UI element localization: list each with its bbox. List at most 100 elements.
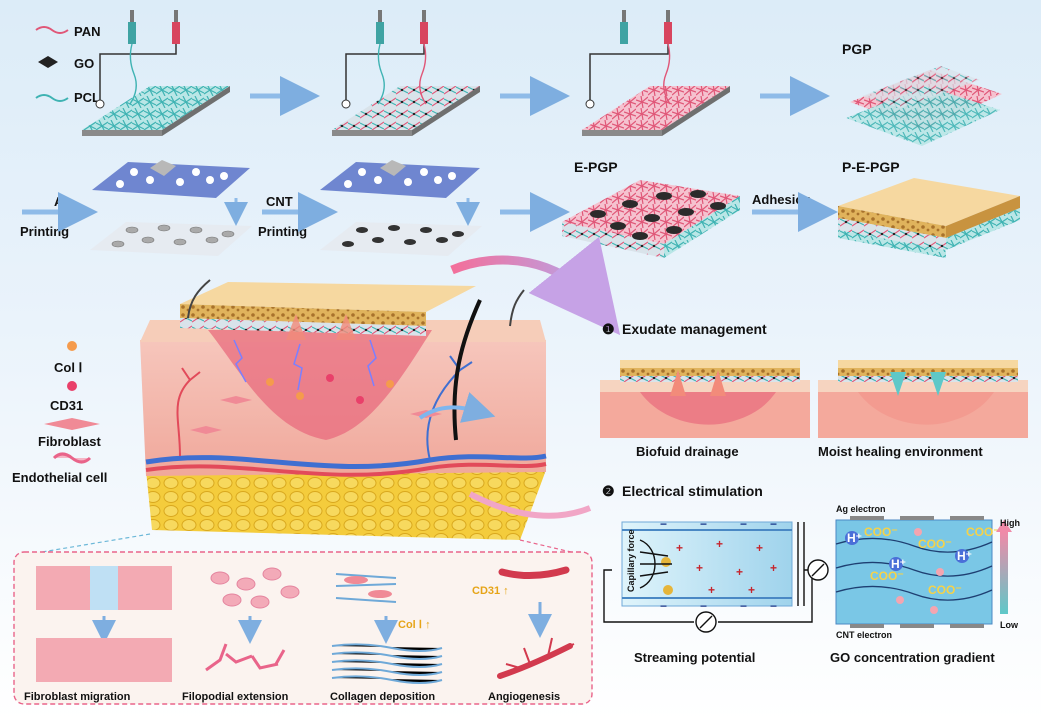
step-2-badge: ❷: [602, 483, 615, 499]
cnt-stencil: [320, 160, 482, 256]
endothelial-icon: [52, 452, 92, 464]
fibroblast-migration-cell: Fibroblast migration: [24, 566, 172, 703]
svg-text:+: +: [716, 537, 723, 551]
fat-layer: [146, 470, 546, 540]
coo-ion: COO⁻: [966, 525, 1000, 539]
moist-label: Moist healing environment: [818, 444, 983, 459]
curved-transfer-arrow: [450, 236, 621, 336]
coo-ion: COO⁻: [918, 537, 952, 551]
go-sheet-icon: [38, 56, 58, 68]
svg-text:−: −: [660, 599, 667, 613]
low-label: Low: [1000, 620, 1019, 630]
filopodial-cell: Filopodial extension: [182, 567, 300, 703]
pan-fiber-icon: [35, 26, 69, 34]
biofluid-drainage-image: Biofuid drainage: [600, 360, 810, 459]
svg-text:−: −: [660, 517, 667, 531]
cnt-label: CNT: [266, 194, 293, 209]
spin-stage-1: [82, 10, 230, 136]
squeegee-icon: [380, 160, 406, 176]
endothelial-label: Endothelial cell: [12, 470, 107, 485]
hair-follicle: [452, 299, 482, 441]
svg-text:+: +: [736, 565, 743, 579]
electrical-section: ❷ Electrical stimulation − − − − − − − − + + + +…: [602, 483, 1020, 665]
squeegee-icon: [150, 160, 176, 176]
fibroblast-migration-label: Fibroblast migration: [24, 691, 131, 703]
drainage-arrows: [286, 314, 356, 340]
biofluid-label: Biofuid drainage: [636, 444, 739, 459]
epgp-label: E-PGP: [574, 159, 618, 175]
pgp-label: PGP: [842, 41, 872, 57]
dressing-top: [180, 282, 476, 312]
svg-text:−: −: [700, 599, 707, 613]
blood-vessel: [145, 462, 547, 477]
electrical-title: Electrical stimulation: [622, 483, 763, 499]
col1-icon: [67, 341, 77, 351]
collagen-cell: Col Ⅰ ↑ Collagen deposition: [330, 573, 443, 703]
ag-printing-label: Printing: [20, 224, 69, 239]
svg-text:−: −: [770, 599, 777, 613]
electric-field: [233, 339, 377, 391]
pgp-membrane: PGP: [842, 41, 1002, 146]
streaming-potential-diagram: − − − − − − − − + + + + + + + + Capillary force Str…: [603, 517, 813, 665]
fibroblast-label: Fibroblast: [38, 434, 102, 449]
coo-ion: COO⁻: [864, 525, 898, 539]
h-plus-ion: H⁺: [847, 531, 862, 545]
col1-label: Col Ⅰ: [54, 360, 82, 375]
epgp-membrane: E-PGP: [562, 159, 740, 258]
capillary-force-label: Capillary force: [626, 529, 636, 592]
col1-up-label: Col Ⅰ ↑: [398, 619, 431, 631]
go-gradient-label: GO concentration gradient: [830, 650, 995, 665]
h-plus-ion: H⁺: [891, 557, 906, 571]
svg-text:−: −: [740, 599, 747, 613]
svg-text:+: +: [770, 561, 777, 575]
svg-text:−: −: [770, 517, 777, 531]
gradient-bar: [1000, 532, 1008, 614]
step-1-badge: ❶: [602, 321, 615, 337]
coo-ion: COO⁻: [870, 569, 904, 583]
svg-text:−: −: [740, 517, 747, 531]
pcl-fiber-icon: [35, 94, 69, 102]
angiogenesis-label: Angiogenesis: [488, 691, 560, 703]
blood-vessel: [145, 453, 547, 469]
legend-top: PAN GO PCL: [35, 24, 100, 105]
cnt-printing-label: Printing: [258, 224, 307, 239]
h-plus-ion: H⁺: [957, 549, 972, 563]
adhesion-label: Adhesion: [752, 192, 811, 207]
pan-label: PAN: [74, 24, 100, 39]
svg-text:+: +: [756, 541, 763, 555]
exudate-title: Exudate management: [622, 321, 767, 337]
high-label: High: [1000, 518, 1020, 528]
streaming-label: Streaming potential: [634, 650, 755, 665]
syringe-icon: [128, 10, 180, 44]
cd31-up-label: CD31 ↑: [472, 585, 509, 597]
go-label: GO: [74, 56, 94, 71]
angiogenesis-cell: CD31 ↑ Angiogenesis: [472, 566, 575, 703]
printing-row: Ag Printing CNT Printing: [20, 159, 1020, 258]
go-gradient-diagram: Ag electron CNT electron H⁺ H⁺ H⁺ COO⁻ C…: [807, 504, 1020, 665]
fibroblast-icon: [44, 418, 100, 430]
cd31-label: CD31: [50, 398, 83, 413]
pcl-label: PCL: [74, 90, 100, 105]
collagen-deposition-label: Collagen deposition: [330, 691, 435, 703]
syringe-icon: [620, 10, 672, 44]
svg-text:+: +: [696, 561, 703, 575]
svg-text:−: −: [700, 517, 707, 531]
pepgp-label: P-E-PGP: [842, 159, 900, 175]
filopodial-extension-label: Filopodial extension: [182, 691, 289, 703]
cnt-electron-label: CNT electron: [836, 630, 892, 640]
ag-electron-label: Ag electron: [836, 504, 886, 514]
moist-environment-image: Moist healing environment: [818, 360, 1028, 459]
svg-text:+: +: [676, 541, 683, 555]
svg-text:+: +: [748, 583, 755, 597]
pepgp-membrane: P-E-PGP: [838, 159, 1020, 258]
skin-wound-model: [140, 279, 592, 540]
spin-stage-3: [582, 10, 730, 136]
exudate-section: ❶ Exudate management Biofuid drainage Mo…: [600, 321, 1028, 459]
cd31-icon: [67, 381, 77, 391]
cell-legend: Col Ⅰ CD31 Fibroblast Endothelial cell: [12, 341, 107, 485]
coo-ion: COO⁻: [928, 583, 962, 597]
svg-text:+: +: [708, 583, 715, 597]
ag-stencil: [90, 160, 252, 256]
